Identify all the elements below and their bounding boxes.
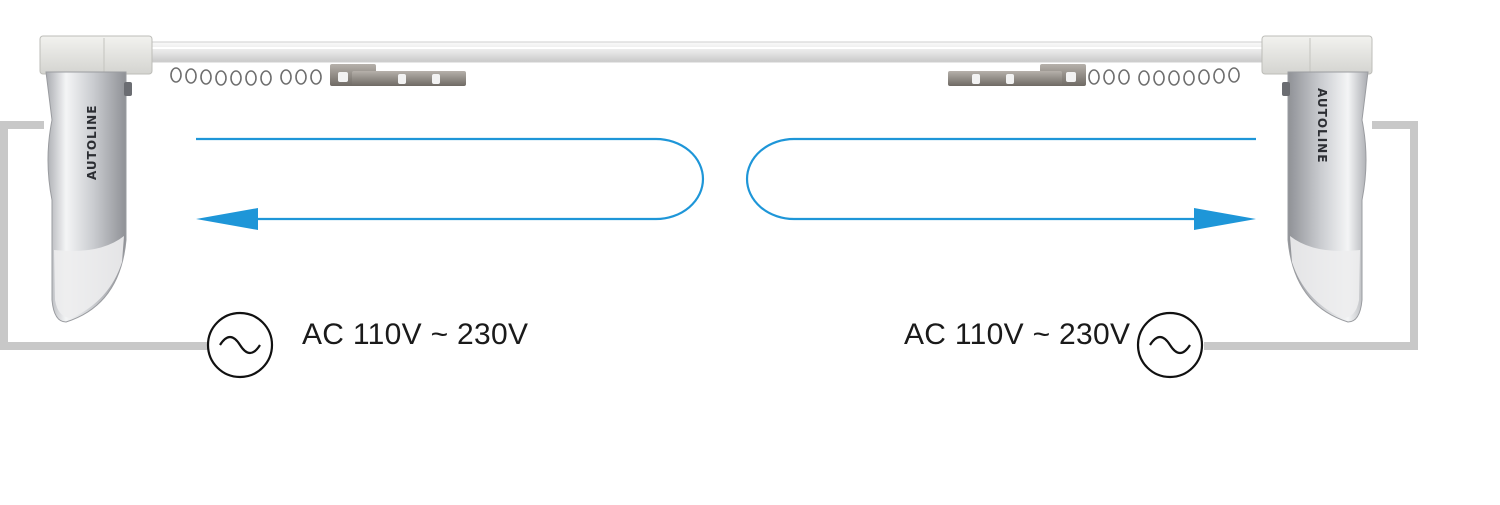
rail-track xyxy=(147,41,1269,63)
power-wires xyxy=(0,121,1418,350)
left-voltage-label: AC 110V ~ 230V xyxy=(302,318,529,351)
right-voltage-label: AC 110V ~ 230V xyxy=(904,318,1131,351)
right-gliders xyxy=(1088,67,1240,86)
left-arrowhead-icon xyxy=(196,208,258,230)
left-motor-logo: AUTOLINE xyxy=(85,105,99,180)
right-direction-arrow xyxy=(745,137,1256,230)
right-arrow-loop xyxy=(745,137,1256,221)
left-ac-source-icon xyxy=(206,311,274,379)
left-motor: AUTOLINE xyxy=(39,35,153,323)
right-end-cap xyxy=(1261,35,1373,75)
left-gliders xyxy=(170,67,322,86)
left-bracket xyxy=(330,64,466,86)
right-motor: AUTOLINE xyxy=(1261,35,1373,323)
curtain-rail xyxy=(147,41,1269,63)
left-arrow-loop xyxy=(196,137,705,221)
right-motor-logo: AUTOLINE xyxy=(1315,88,1329,163)
right-bracket xyxy=(948,64,1086,86)
left-wire xyxy=(0,121,208,350)
left-end-cap xyxy=(39,35,153,75)
left-direction-arrow xyxy=(196,137,705,230)
right-arrowhead-icon xyxy=(1194,208,1256,230)
right-ac-source-icon xyxy=(1136,311,1204,379)
right-wire xyxy=(1204,121,1418,350)
